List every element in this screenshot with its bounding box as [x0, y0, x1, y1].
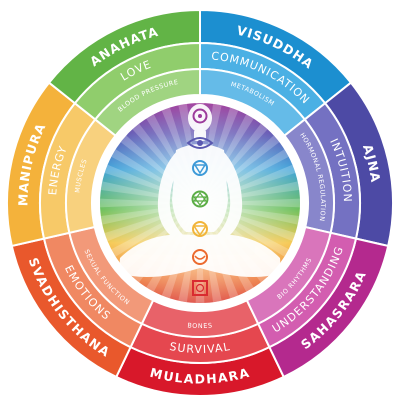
chakra-symbols — [186, 108, 214, 296]
crown-lotus-icon — [192, 108, 208, 124]
inner-label-muladhara: BONES — [187, 321, 213, 330]
ring-segments — [6, 8, 394, 397]
root-square-icon — [192, 280, 208, 296]
middle-label-muladhara: SURVIVAL — [168, 340, 231, 356]
throat-lotus-icon — [192, 160, 208, 176]
sacral-lotus-icon — [192, 249, 208, 265]
third-eye-icon — [186, 137, 214, 149]
solar-plexus-icon — [192, 221, 208, 237]
inner-segment-sahasrara — [245, 225, 332, 326]
heart-lotus-icon — [191, 190, 209, 208]
outer-label-muladhara: MULADHARA — [149, 364, 252, 386]
